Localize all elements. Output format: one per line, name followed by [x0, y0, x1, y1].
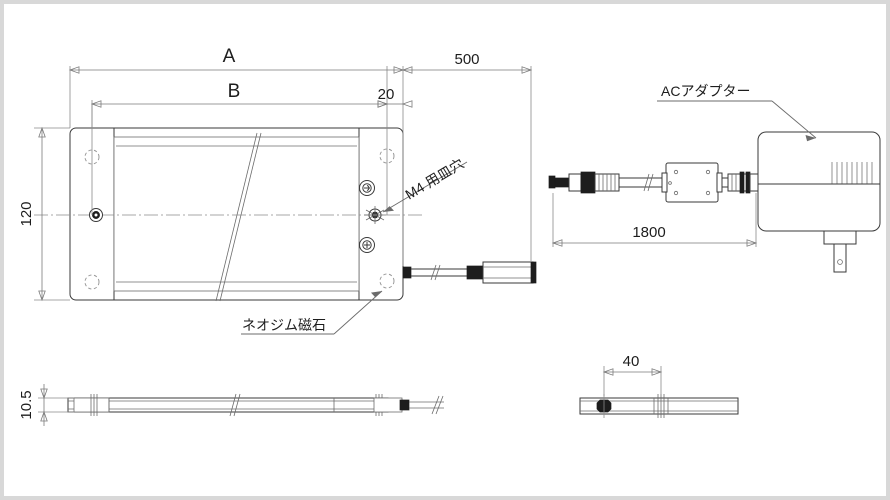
side-view-break-a — [229, 393, 237, 417]
adapter-leader-line — [771, 100, 817, 139]
cable-break-left-a — [643, 173, 650, 192]
dimension-A-label: A — [223, 46, 236, 67]
end-view-body — [579, 397, 739, 415]
dimension-40-label: 40 — [623, 353, 640, 370]
magnet-circle-bottom-left — [84, 274, 100, 290]
dimension-120: 120 — [18, 126, 70, 302]
dimension-20-label: 20 — [378, 86, 395, 103]
cable-break-mark-b — [434, 264, 441, 281]
cable-break-left-b — [647, 173, 654, 192]
dimension-1800-label: 1800 — [632, 224, 665, 241]
magnet-circle-top-right — [379, 148, 395, 164]
m4-annotation-label: M4 用皿穴 — [402, 155, 466, 202]
dimension-20: 20 — [377, 86, 413, 108]
magnet-circle-bottom-right — [379, 273, 395, 289]
dimension-120-label: 120 — [18, 201, 35, 226]
end-view: 40 — [579, 353, 739, 418]
side-view-cable-break-b — [435, 395, 444, 415]
plug-tip — [548, 175, 556, 189]
dimension-500-label: 500 — [454, 51, 479, 68]
end-view-hatch — [653, 394, 669, 418]
plug-pin — [554, 177, 570, 188]
magnet-circle-top-left — [84, 149, 100, 165]
side-view: 10.5 — [18, 384, 444, 426]
adapter-prong-base — [823, 230, 857, 245]
module-body — [665, 162, 719, 203]
module-screw-bl — [673, 190, 679, 196]
m4-leader-line — [382, 161, 468, 213]
dimension-40: 40 — [602, 353, 663, 396]
dc-jack-barrel — [482, 261, 534, 284]
break-line-b — [219, 132, 262, 302]
jack-strain-relief — [466, 265, 484, 280]
inline-module-box — [661, 162, 723, 203]
plug-shoulder — [568, 173, 582, 192]
panel-inner-face — [113, 136, 360, 292]
module-screw-br — [705, 190, 711, 196]
side-view-break-b — [233, 393, 241, 417]
side-view-left-segment — [73, 397, 110, 413]
adapter-prong-hole — [837, 259, 843, 265]
magnet-leader-arrow — [371, 291, 382, 298]
magnet-leader-line — [333, 290, 383, 335]
side-view-cable-grommet — [399, 399, 410, 411]
dimension-A: A — [68, 46, 405, 74]
dimension-B-label: B — [228, 81, 241, 102]
side-view-cable-break-a — [431, 395, 440, 415]
module-screw-left — [668, 181, 672, 185]
module-tab-right — [716, 172, 723, 193]
annotation-ac-adapter: ACアダプター — [657, 83, 817, 142]
side-view-body — [67, 397, 389, 413]
technical-drawing-svg: A B 500 20 120 — [18, 46, 881, 426]
ac-adapter-view: ACアダプター 1800 — [548, 83, 881, 273]
magnet-annotation-label: ネオジム磁石 — [242, 317, 326, 333]
adapter-prong — [833, 243, 847, 273]
plug-strain-relief — [594, 173, 620, 192]
cable-grommet — [402, 266, 412, 279]
module-screw-tl — [673, 169, 679, 175]
adapter-vent-slots — [831, 162, 873, 184]
dimension-10-5-label: 10.5 — [18, 390, 35, 419]
dc-plug — [548, 171, 620, 194]
side-view-screw-left — [90, 394, 98, 416]
screw-right-lower — [359, 237, 375, 253]
output-cable-assembly — [402, 261, 537, 284]
cable-break-mark-a — [430, 264, 437, 281]
break-line-a — [215, 132, 258, 302]
module-tab-left — [661, 172, 668, 193]
dc-jack-tip — [530, 261, 537, 284]
adapter-body — [757, 131, 881, 232]
adapter-leader-arrow — [805, 135, 816, 142]
dimension-10-5: 10.5 — [18, 384, 74, 426]
screw-right-upper — [359, 180, 375, 196]
screw-left-center — [89, 208, 103, 222]
front-view-dimensions: A B 500 20 120 — [18, 46, 533, 302]
countersunk-hole-m4 — [364, 206, 386, 224]
module-screw-tr — [705, 169, 711, 175]
adapter-strain-relief — [727, 171, 751, 194]
front-view — [34, 104, 537, 302]
dimension-500: 500 — [401, 51, 533, 74]
dimension-B: B — [90, 81, 389, 108]
drawing-canvas: A B 500 20 120 — [4, 4, 886, 496]
dimension-1800: 1800 — [551, 193, 758, 247]
annotation-neodymium-magnet: ネオジム磁石 — [241, 290, 383, 335]
adapter-annotation-label: ACアダプター — [661, 83, 750, 99]
end-view-screw — [596, 394, 612, 418]
side-view-right-segment — [373, 397, 403, 413]
plug-grip — [580, 171, 596, 194]
m4-leader-arrow — [383, 206, 394, 212]
